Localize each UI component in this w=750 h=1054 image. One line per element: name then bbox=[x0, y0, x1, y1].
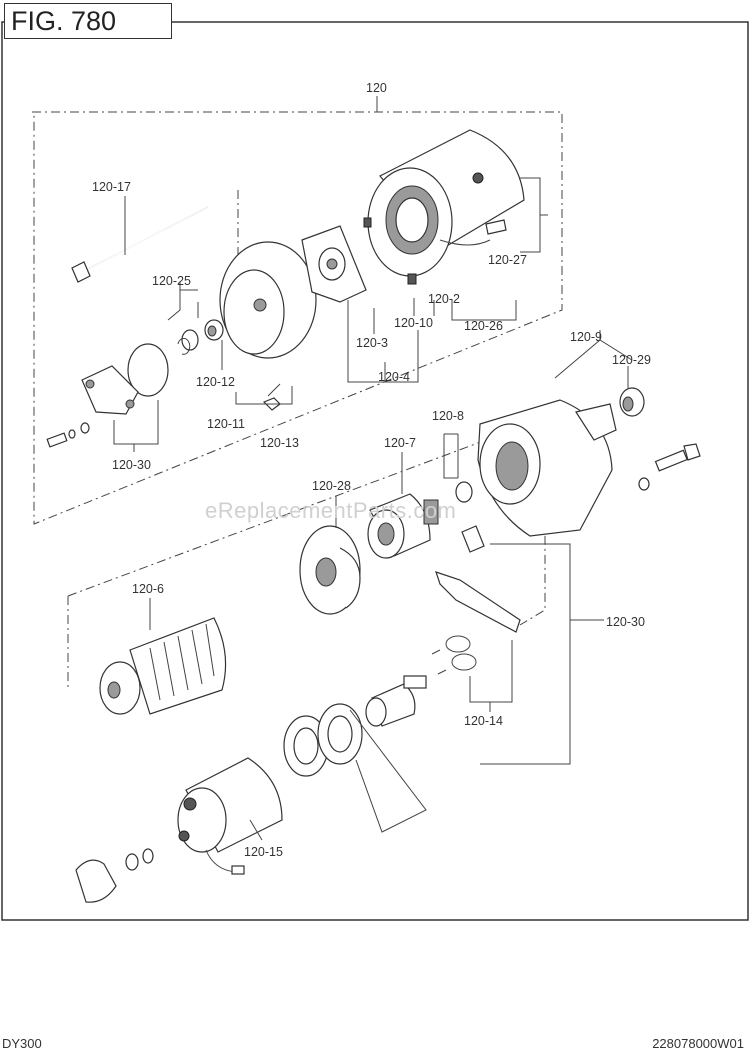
callout-120-3: 120-3 bbox=[356, 336, 388, 350]
lead-wire bbox=[439, 239, 491, 246]
callout-120-7: 120-7 bbox=[384, 436, 416, 450]
callout-120-11: 120-11 bbox=[207, 417, 245, 431]
overrunning-clutch bbox=[367, 493, 439, 559]
callout-120-6: 120-6 bbox=[132, 582, 164, 596]
diagram-border bbox=[1, 21, 749, 921]
rear-bracket bbox=[219, 241, 317, 359]
shift-lever bbox=[435, 571, 521, 633]
callout-120-25: 120-25 bbox=[152, 274, 191, 288]
watermark: eReplacementParts.com bbox=[205, 498, 457, 523]
callout-120-17: 120-17 bbox=[92, 180, 131, 194]
screw bbox=[46, 422, 90, 448]
drive-housing bbox=[477, 399, 617, 537]
return-spring bbox=[431, 635, 477, 675]
armature bbox=[99, 590, 295, 715]
assembly-outline-120 bbox=[32, 111, 563, 525]
solenoid-gasket bbox=[283, 703, 363, 777]
callout-120-13: 120-13 bbox=[260, 436, 299, 450]
callout-120-26: 120-26 bbox=[464, 319, 503, 333]
terminal-boot bbox=[75, 848, 154, 903]
brush-holder-plate bbox=[301, 225, 367, 303]
callout-120-15: 120-15 bbox=[244, 845, 283, 859]
callout-120-10: 120-10 bbox=[394, 316, 433, 330]
plunger bbox=[365, 675, 427, 727]
callout-120: 120 bbox=[366, 81, 387, 95]
yoke-field-frame bbox=[367, 129, 525, 277]
callout-120-4: 120-4 bbox=[378, 370, 410, 384]
figure-label: FIG. 780 bbox=[4, 3, 172, 39]
model-number: DY300 bbox=[2, 1036, 42, 1051]
callout-120-30-lower: 120-30 bbox=[606, 615, 645, 629]
callout-120-29: 120-29 bbox=[612, 353, 651, 367]
callout-120-30-upper: 120-30 bbox=[112, 458, 151, 472]
solenoid bbox=[177, 757, 283, 875]
callout-120-27: 120-27 bbox=[488, 253, 527, 267]
e-clip bbox=[177, 337, 191, 355]
housing-bolt bbox=[638, 443, 701, 491]
diagram-part-number: 228078000W01 bbox=[652, 1036, 744, 1051]
callout-120-2: 120-2 bbox=[428, 292, 460, 306]
center-plate bbox=[299, 525, 361, 615]
assembly-outline-lower bbox=[67, 417, 546, 626]
terminal bbox=[485, 219, 507, 235]
washer bbox=[181, 329, 199, 351]
bushing bbox=[204, 319, 224, 341]
callout-120-9: 120-9 bbox=[570, 330, 602, 344]
callout-120-12: 120-12 bbox=[196, 375, 235, 389]
shift-lever-pivot bbox=[461, 525, 485, 553]
callout-120-8: 120-8 bbox=[432, 409, 464, 423]
brush bbox=[407, 273, 417, 285]
brush bbox=[363, 217, 372, 228]
callout-120-14: 120-14 bbox=[464, 714, 503, 728]
end-cap bbox=[81, 365, 139, 415]
housing-bushing bbox=[619, 387, 645, 417]
callout-120-28: 120-28 bbox=[312, 479, 351, 493]
through-bolt bbox=[71, 206, 209, 283]
stop-ring bbox=[455, 481, 473, 503]
o-ring bbox=[127, 343, 169, 397]
